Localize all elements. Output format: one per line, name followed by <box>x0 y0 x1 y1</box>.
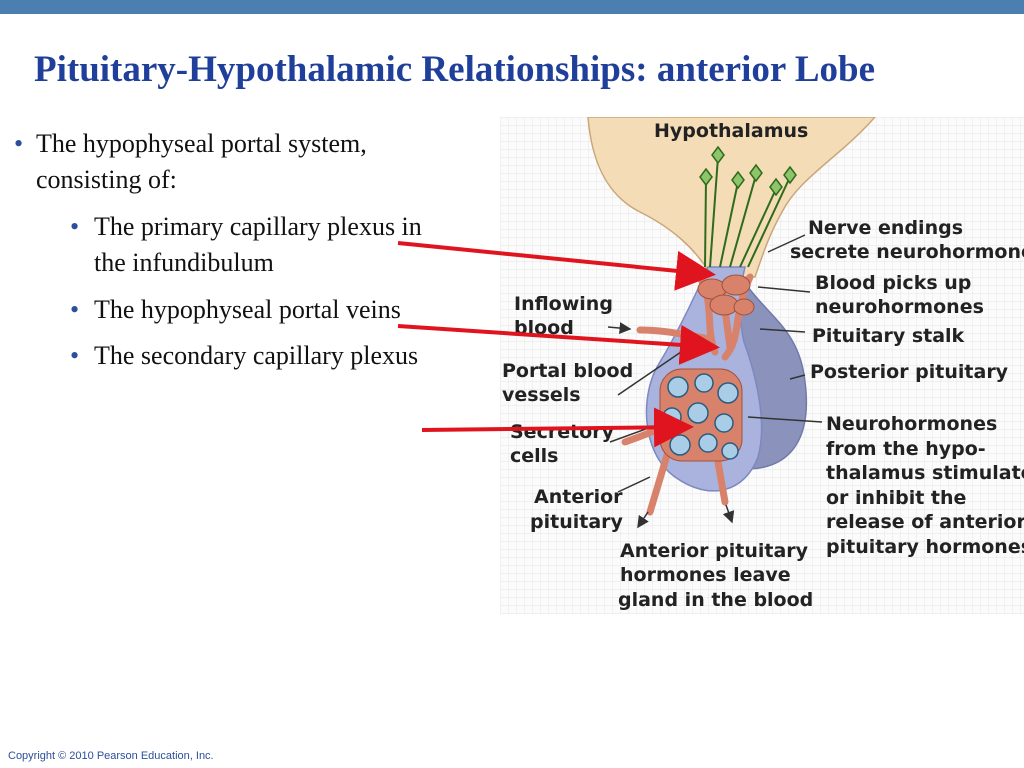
label-neurohormones: Neurohormones <box>826 413 997 435</box>
label-inflowing-blood: Inflowing <box>514 293 613 315</box>
label-secretory-cells-2: cells <box>510 445 558 467</box>
label-neurohormones-4: or inhibit the <box>826 487 966 509</box>
bullet-dot: • <box>70 211 80 241</box>
sub-bullet-list: • The primary capillary plexus in the in… <box>68 209 452 375</box>
primary-capillary-plexus <box>697 274 755 316</box>
bullet-list: • The hypophyseal portal system, consist… <box>12 126 452 384</box>
sub-bullet-text: The hypophyseal portal veins <box>94 294 401 324</box>
bullet-text: The hypophyseal portal system, consistin… <box>36 129 367 195</box>
label-neurohormones-2: from the hypo- <box>826 438 986 460</box>
label-nerve-endings-2: secrete neurohormones <box>790 241 1024 263</box>
label-hormones-leave-2: hormones leave <box>620 564 791 586</box>
bullet-portal-system: • The hypophyseal portal system, consist… <box>12 126 452 199</box>
label-posterior-pituitary: Posterior pituitary <box>810 361 1009 383</box>
label-nerve-endings: Nerve endings <box>808 217 963 239</box>
label-anterior-pituitary: Anterior <box>534 486 623 508</box>
label-hypothalamus: Hypothalamus <box>654 120 808 142</box>
bullet-dot: • <box>70 340 80 370</box>
sub-bullet-text: The secondary capillary plexus <box>94 340 419 370</box>
sub-bullet-primary-plexus: • The primary capillary plexus in the in… <box>68 209 452 282</box>
label-anterior-pituitary-2: pituitary <box>530 511 624 533</box>
label-pituitary-stalk: Pituitary stalk <box>812 325 965 347</box>
neuron-cell-bodies <box>699 145 797 197</box>
slide-title: Pituitary-Hypothalamic Relationships: an… <box>34 49 876 90</box>
secretory-cells <box>662 373 739 460</box>
copyright-notice: Copyright © 2010 Pearson Education, Inc. <box>8 750 214 762</box>
label-neurohormones-3: thalamus stimulate <box>826 462 1024 484</box>
label-blood-picks-up: Blood picks up <box>815 272 971 294</box>
label-inflowing-blood-2: blood <box>514 317 574 339</box>
bullet-dot: • <box>70 294 80 324</box>
label-neurohormones-5: release of anterior <box>826 511 1024 533</box>
label-portal-blood-vessels-2: vessels <box>502 384 581 406</box>
neurosecretory-neurons <box>704 156 791 268</box>
bullet-dot: • <box>14 129 24 158</box>
label-blood-picks-up-2: neurohormones <box>815 296 984 318</box>
label-portal-blood-vessels: Portal blood <box>502 360 633 382</box>
pituitary-diagram: Hypothalamus Nerve endings secrete neuro… <box>500 117 1024 614</box>
sub-bullet-text: The primary capillary plexus in the infu… <box>94 211 422 278</box>
label-hormones-leave: Anterior pituitary <box>620 540 809 562</box>
top-accent-bar <box>0 0 1024 14</box>
label-neurohormones-6: pituitary hormones <box>826 536 1024 558</box>
sub-bullet-portal-veins: • The hypophyseal portal veins <box>68 292 452 328</box>
label-hormones-leave-3: gland in the blood <box>618 589 813 611</box>
sub-bullet-secondary-plexus: • The secondary capillary plexus <box>68 338 452 374</box>
label-secretory-cells: Secretory <box>510 421 615 443</box>
